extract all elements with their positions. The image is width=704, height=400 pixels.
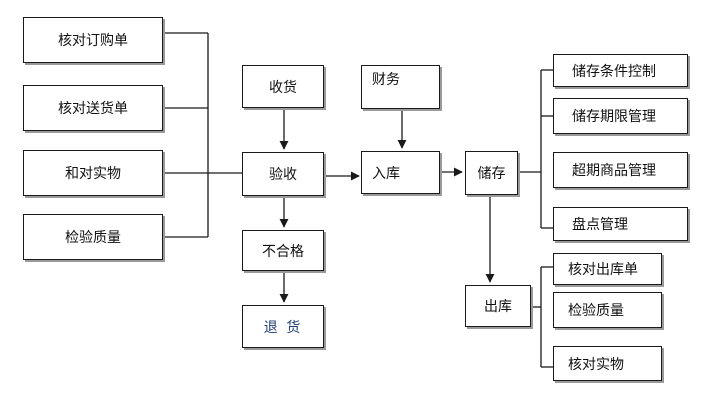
inventory-count-management-box: 盘点管理 [553,207,688,241]
check-purchase-order-box: 核对订购单 [23,17,163,63]
storage-period-management-box: 储存期限管理 [553,98,688,134]
inspect-quality-out-box: 检验质量 [553,292,662,328]
inbound-box: 入库 [361,151,440,194]
storage-box: 储存 [465,151,518,195]
inspect-quality-in-box: 检验质量 [23,214,163,260]
check-goods-box: 和对实物 [23,150,163,196]
check-outbound-order-box: 核对出库单 [553,253,662,285]
overdue-goods-management-box: 超期商品管理 [553,152,688,188]
check-goods-out-box: 核对实物 [553,346,662,381]
return-goods-box: 退 货 [242,305,324,348]
acceptance-box: 验收 [242,152,324,196]
finance-box: 财务 [361,65,440,109]
outbound-box: 出库 [465,285,531,327]
storage-condition-control-box: 储存条件控制 [553,54,688,87]
unqualified-box: 不合格 [242,230,324,271]
check-delivery-note-box: 核对送货单 [23,85,163,131]
receive-goods-box: 收货 [242,65,324,108]
